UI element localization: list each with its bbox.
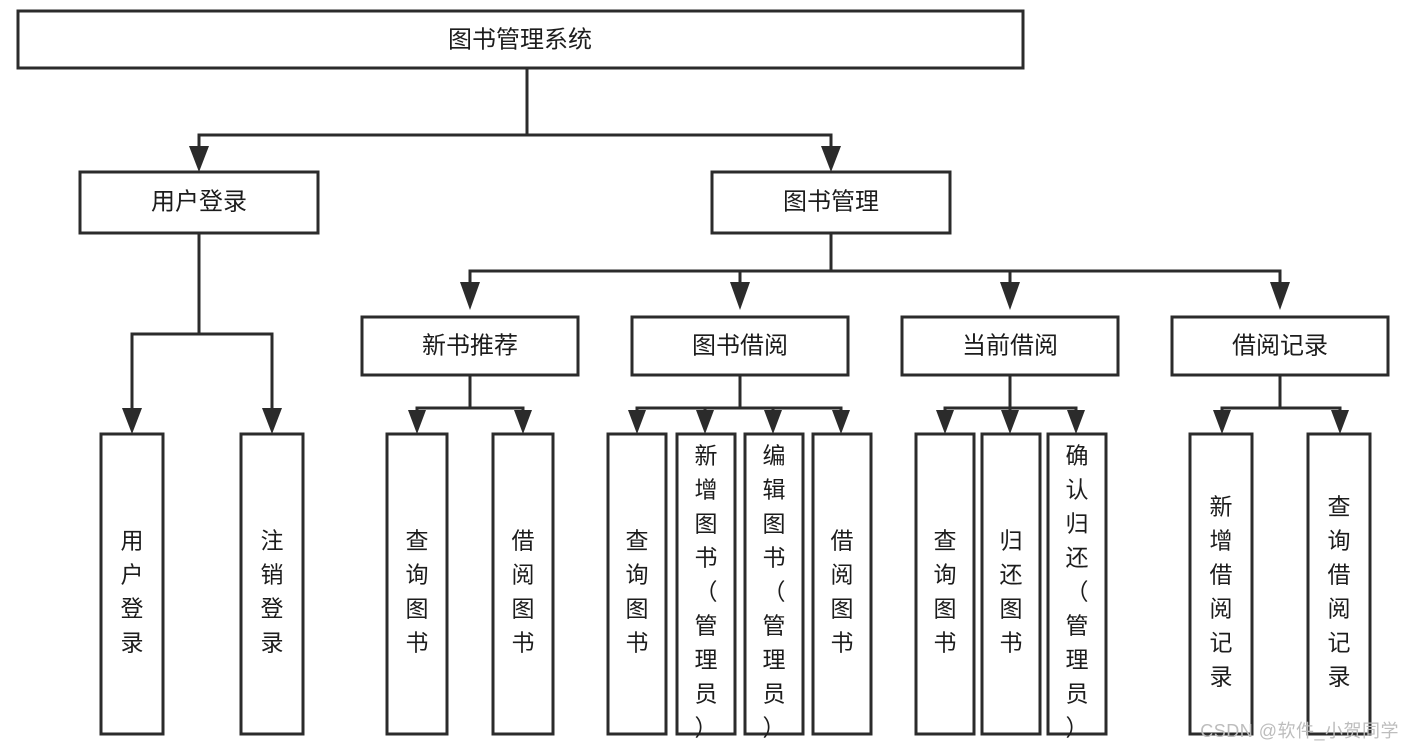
leaf-label: 注销登录: [261, 528, 284, 656]
leaf-label: 查询图书: [626, 528, 649, 656]
leaf-label: 确认归还（管理员）: [1066, 443, 1089, 741]
connectors-bookmgmt: [460, 231, 1290, 310]
arrowhead-bb-leaf4: [832, 410, 850, 434]
current-borrow-label: 当前借阅: [962, 332, 1058, 359]
leaf-box[interactable]: [811, 432, 873, 736]
leaf-cb-return-book[interactable]: 归还图书: [980, 432, 1042, 736]
leaf-box[interactable]: [980, 432, 1042, 736]
user-login-label: 用户登录: [151, 188, 247, 215]
csdn-watermark: CSDN @软件_小贺同学: [1200, 721, 1399, 741]
node-book-borrow[interactable]: 图书借阅: [630, 315, 850, 377]
connectors-new-book-recommend: [408, 373, 532, 434]
leaf-cb-confirm-return-admin[interactable]: 确认归还（管理员）: [1046, 432, 1108, 741]
connectors-userlogin: [122, 231, 282, 434]
root-box[interactable]: [16, 9, 1025, 70]
arrowhead-br-leaf2: [1331, 410, 1349, 434]
book-management-label: 图书管理: [783, 188, 879, 215]
arrowhead-nbr-leaf1: [408, 410, 426, 434]
arrowhead-book-borrow: [730, 282, 750, 310]
leaf-label: 归还图书: [1000, 528, 1023, 656]
book-management-box[interactable]: [710, 170, 952, 235]
arrowhead-cb-leaf2: [1001, 410, 1019, 434]
leaf-box[interactable]: [743, 432, 805, 736]
leaf-box[interactable]: [675, 432, 737, 736]
leaf-box[interactable]: [239, 432, 305, 736]
leaf-bb-borrow-book[interactable]: 借阅图书: [811, 432, 873, 736]
book-borrow-label: 图书借阅: [692, 332, 788, 359]
arrowhead-leaf-user-logout: [262, 408, 282, 434]
arrowhead-leaf-user-login: [122, 408, 142, 434]
leaf-label: 编辑图书（管理员）: [763, 443, 786, 741]
leaf-box[interactable]: [1046, 432, 1108, 736]
leaf-label: 新增借阅记录: [1210, 494, 1233, 690]
leaf-label: 查询借阅记录: [1328, 494, 1351, 690]
leaf-label: 查询图书: [934, 528, 957, 656]
arrowhead-borrow-record: [1270, 282, 1290, 310]
leaf-br-add-record[interactable]: 新增借阅记录: [1188, 432, 1254, 736]
arrowhead-new-book-recommend: [460, 282, 480, 310]
leaf-box[interactable]: [606, 432, 668, 736]
current-borrow-box[interactable]: [900, 315, 1120, 377]
root-label: 图书管理系统: [448, 26, 592, 53]
borrow-record-box[interactable]: [1170, 315, 1390, 377]
node-root[interactable]: 图书管理系统: [16, 9, 1025, 70]
leaf-bb-edit-book-admin[interactable]: 编辑图书（管理员）: [743, 432, 805, 741]
node-borrow-record[interactable]: 借阅记录: [1170, 315, 1390, 377]
connectors-book-borrow: [628, 373, 850, 434]
leaf-label: 借阅图书: [512, 528, 535, 656]
borrow-record-label: 借阅记录: [1232, 332, 1328, 359]
node-current-borrow[interactable]: 当前借阅: [900, 315, 1120, 377]
arrowhead-cb-leaf3: [1067, 410, 1085, 434]
arrowhead-bb-leaf2: [696, 410, 714, 434]
leaf-box[interactable]: [385, 432, 449, 736]
leaf-br-query-record[interactable]: 查询借阅记录: [1306, 432, 1372, 736]
leaf-label: 新增图书（管理员）: [695, 443, 718, 741]
leaf-box[interactable]: [1188, 432, 1254, 736]
arrowhead-bb-leaf1: [628, 410, 646, 434]
node-new-book-recommend[interactable]: 新书推荐: [360, 315, 580, 377]
new-book-recommend-label: 新书推荐: [422, 332, 518, 359]
arrowhead-cb-leaf1: [936, 410, 954, 434]
leaf-nbr-query-book[interactable]: 查询图书: [385, 432, 449, 736]
leaf-cb-query-book[interactable]: 查询图书: [914, 432, 976, 736]
leaf-label: 借阅图书: [831, 528, 854, 656]
connectors-borrow-record: [1213, 373, 1349, 434]
arrowhead-userlogin: [189, 146, 209, 172]
connectors-root: [189, 66, 841, 172]
connectors-current-borrow: [936, 373, 1085, 434]
leaf-box[interactable]: [99, 432, 165, 736]
arrowhead-bb-leaf3: [764, 410, 782, 434]
leaf-user-login-query[interactable]: 用户登录: [99, 432, 165, 736]
arrowhead-current-borrow: [1000, 282, 1020, 310]
leaf-label: 用户登录: [121, 528, 144, 656]
arrowhead-bookmgmt: [821, 146, 841, 172]
leaf-box[interactable]: [491, 432, 555, 736]
node-book-management[interactable]: 图书管理: [710, 170, 952, 235]
leaf-nbr-borrow-book[interactable]: 借阅图书: [491, 432, 555, 736]
arrowhead-br-leaf1: [1213, 410, 1231, 434]
book-borrow-box[interactable]: [630, 315, 850, 377]
new-book-recommend-box[interactable]: [360, 315, 580, 377]
leaf-user-logout[interactable]: 注销登录: [239, 432, 305, 736]
leaf-box[interactable]: [914, 432, 976, 736]
leaf-label: 查询图书: [406, 528, 429, 656]
user-login-box[interactable]: [78, 170, 320, 235]
leaf-bb-query-book[interactable]: 查询图书: [606, 432, 668, 736]
leaf-bb-add-book-admin[interactable]: 新增图书（管理员）: [675, 432, 737, 741]
leaf-box[interactable]: [1306, 432, 1372, 736]
node-user-login[interactable]: 用户登录: [78, 170, 320, 235]
arrowhead-nbr-leaf2: [514, 410, 532, 434]
